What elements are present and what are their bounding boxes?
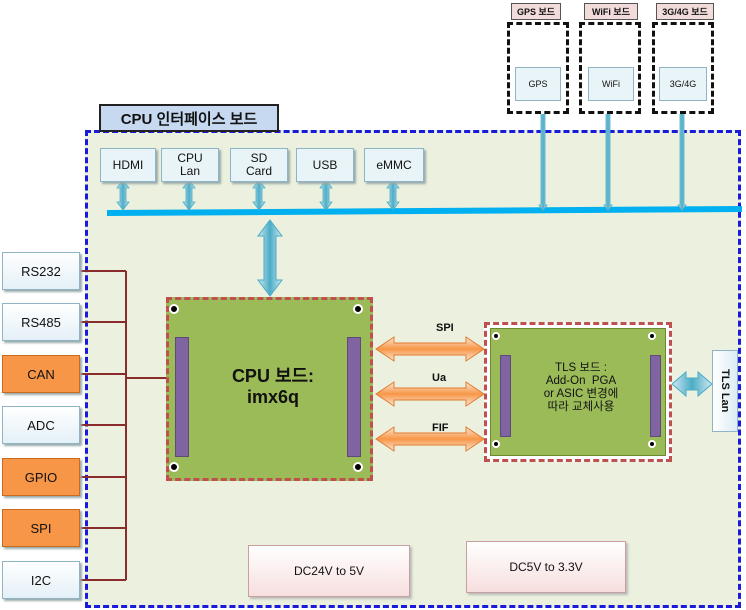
cpu-board-title: CPU 보드: imx6q: [198, 366, 348, 408]
rs485-label: RS485: [21, 314, 61, 330]
mount-hole: [169, 304, 179, 314]
gpio-box: GPIO: [2, 458, 80, 496]
dc5v-label: DC5V to 3.3V: [509, 560, 583, 574]
dc24v-converter: DC24V to 5V: [248, 545, 410, 597]
sd-card-label: SD Card: [245, 151, 272, 178]
spi-bus-label: SPI: [436, 322, 454, 334]
tls-lan-label: TLS Lan: [719, 369, 731, 413]
can-box: CAN: [2, 355, 80, 393]
emmc-box: eMMC: [364, 148, 424, 182]
3g4g-board-label: 3G/4G 보드: [656, 3, 714, 20]
fif-bus-label: FIF: [432, 422, 449, 434]
mount-hole: [492, 332, 500, 340]
gps-board-label: GPS 보드: [511, 3, 561, 20]
rs485-box: RS485: [2, 303, 80, 341]
gpio-label: GPIO: [24, 469, 58, 485]
tls-connector-right: [650, 355, 661, 437]
sd-card-box: SD Card: [230, 148, 288, 182]
ua-bus-label: Ua: [432, 372, 447, 384]
cpu-connector-right: [347, 337, 361, 457]
mount-hole: [353, 304, 363, 314]
wifi-board-label: WiFi 보드: [584, 3, 638, 20]
cpu-lan-label: CPU Lan: [177, 151, 203, 178]
spi-box: SPI: [2, 509, 80, 547]
wifi-module: WiFi: [588, 67, 634, 101]
rs232-label: RS232: [21, 263, 61, 279]
spi-label: SPI: [30, 520, 52, 536]
module-bus-lines: [538, 104, 687, 212]
main-bus-line: [106, 206, 743, 216]
dc5v-converter: DC5V to 3.3V: [466, 541, 626, 593]
mount-hole: [492, 440, 500, 448]
tls-lan-box: TLS Lan: [712, 350, 738, 432]
tls-connector-left: [500, 355, 511, 437]
cpu-board: [166, 297, 373, 481]
tls-board-text: TLS 보드 : Add-On PGA or ASIC 변경에 따라 교체사용: [543, 362, 619, 413]
bus-cpu-arrow: [257, 219, 283, 297]
cpu-board-line1: CPU 보드:: [231, 366, 315, 386]
can-label: CAN: [27, 366, 55, 382]
mount-hole: [353, 462, 363, 472]
emmc-label: eMMC: [376, 157, 412, 172]
cpu-tls-arrows: [375, 336, 485, 452]
i2c-box: I2C: [2, 561, 80, 599]
tls-board: [490, 328, 666, 456]
mount-hole: [648, 440, 656, 448]
board-title: CPU 인터페이스 보드: [99, 104, 279, 132]
tls-lan-arrow: [671, 370, 713, 398]
rs232-box: RS232: [2, 252, 80, 290]
hdmi-box: HDMI: [100, 148, 156, 182]
mount-hole: [648, 332, 656, 340]
adc-box: ADC: [2, 406, 80, 444]
cpu-connector-left: [175, 337, 189, 457]
cpu-board-line2: imx6q: [246, 387, 300, 407]
usb-label: USB: [312, 157, 338, 172]
i2c-label: I2C: [30, 572, 52, 588]
3g4g-module: 3G/4G: [659, 67, 707, 101]
top-interface-arrows: [116, 179, 400, 211]
dc24v-label: DC24V to 5V: [293, 564, 365, 578]
cpu-lan-box: CPU Lan: [161, 148, 219, 182]
adc-label: ADC: [27, 417, 55, 433]
mount-hole: [169, 462, 179, 472]
hdmi-label: HDMI: [112, 157, 144, 172]
usb-box: USB: [296, 148, 354, 182]
left-bus-lines: [80, 270, 166, 581]
gps-module: GPS: [515, 67, 561, 101]
